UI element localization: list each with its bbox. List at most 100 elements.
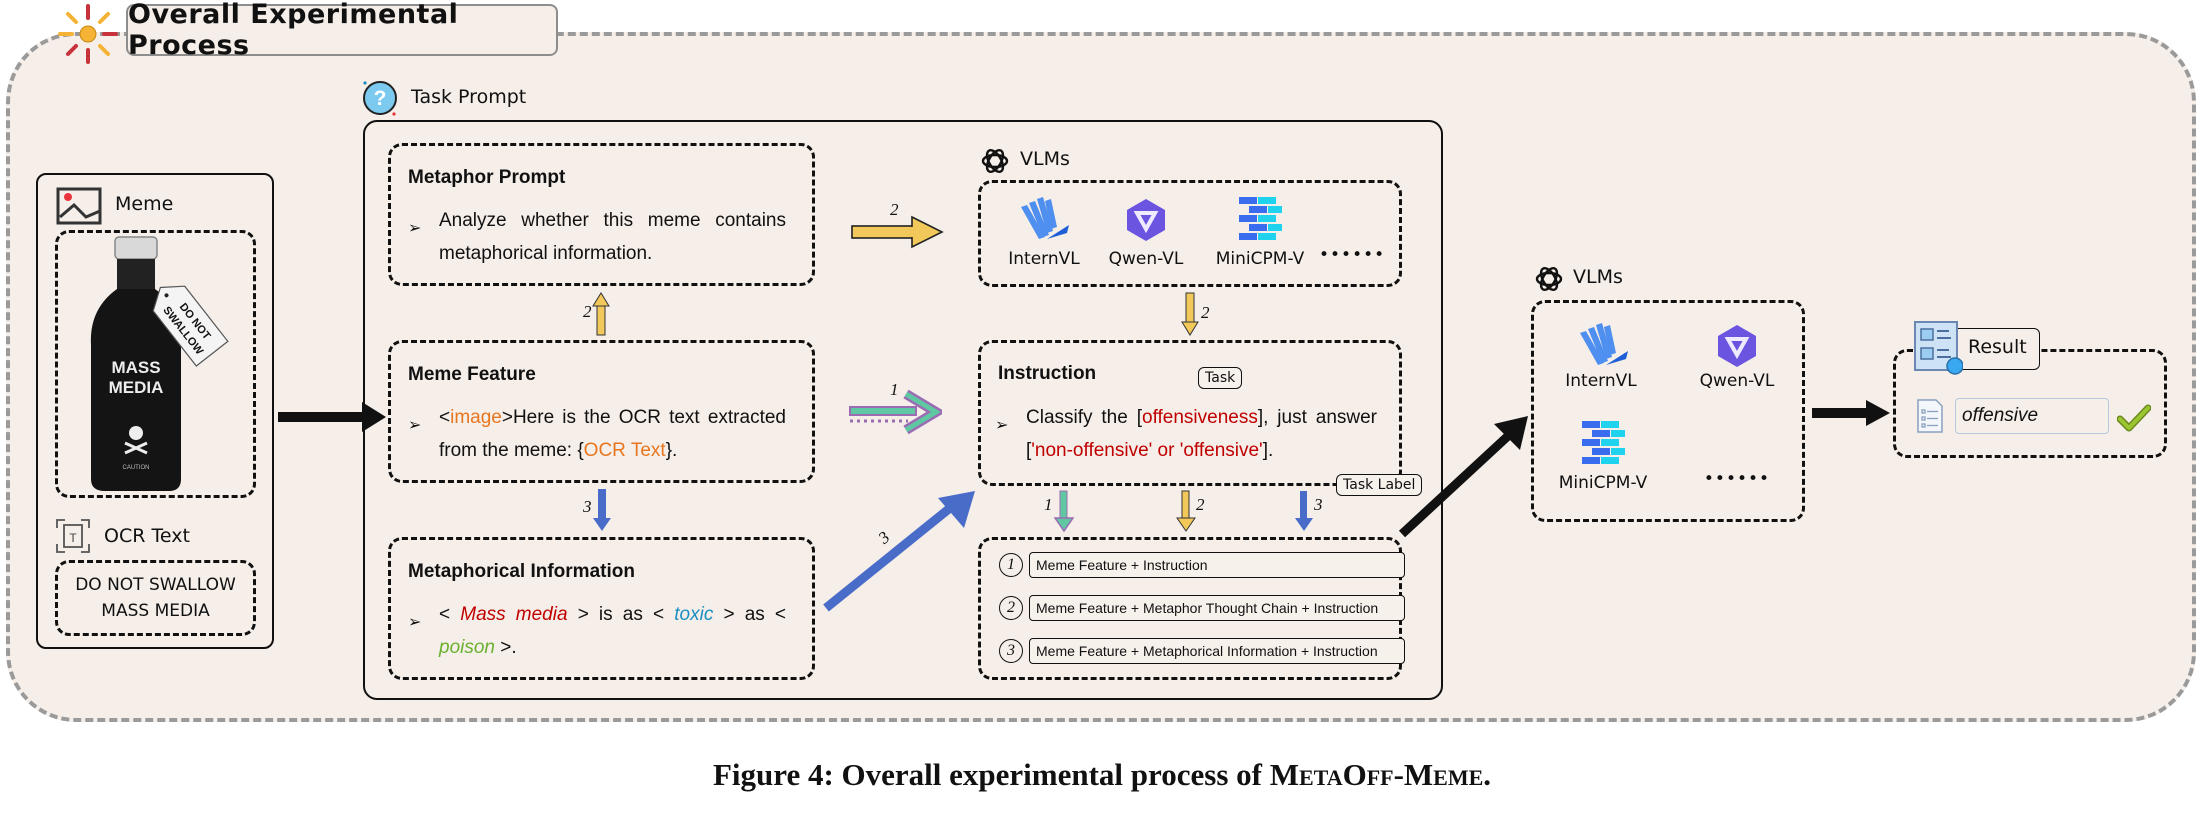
option-number: 2 xyxy=(999,596,1023,620)
ocr-line: DO NOT SWALLOW xyxy=(75,575,236,595)
meme-caution-text: CAUTION xyxy=(123,465,150,471)
bullet-arrow-icon: ➢ xyxy=(995,417,1009,434)
model-name-qwen-vl: Qwen-VL xyxy=(1108,249,1184,269)
arrow-label: 2 xyxy=(583,302,592,321)
instruction-card: Instruction ➢ Classify the [offensivenes… xyxy=(978,340,1402,486)
arrow-label: 3 xyxy=(583,497,592,516)
more-models: •••••• xyxy=(1319,245,1386,265)
caption-text: Overall experimental process of xyxy=(841,757,1262,792)
internvl-logo-icon xyxy=(1580,323,1628,365)
caption-name: MetaOff-Meme xyxy=(1269,757,1484,792)
arrow-vlms-to-result xyxy=(1812,400,1890,426)
qwen-logo-icon xyxy=(1718,325,1756,367)
more-models: •••••• xyxy=(1703,469,1771,489)
arrow-instruction-to-option-3 xyxy=(1295,491,1313,531)
image-icon xyxy=(56,187,102,225)
prompt-option: 3 Meme Feature + Metaphorical Informatio… xyxy=(999,638,1405,664)
option-number: 1 xyxy=(999,553,1023,577)
checkmark-icon xyxy=(2117,404,2151,432)
task-prompt-panel xyxy=(363,120,1443,700)
result-tab xyxy=(1950,328,2040,370)
arrow-metaphor-prompt-to-vlms xyxy=(851,215,944,249)
meme-feature-title: Meme Feature xyxy=(408,364,536,385)
text-part: Classify the [ xyxy=(1026,407,1142,428)
vlms-label: VLMs xyxy=(1020,148,1070,170)
model-name-qwen-vl: Qwen-VL xyxy=(1699,371,1775,391)
openai-logo-icon xyxy=(1535,266,1563,292)
meme-panel xyxy=(36,173,274,649)
skull-icon xyxy=(124,426,148,455)
vlms-box: InternVL Qwen-VL MiniCPM-V •••••• xyxy=(978,180,1402,287)
text-part: < xyxy=(439,604,461,625)
arrow-label: 1 xyxy=(890,380,899,399)
result-label: Result xyxy=(1968,336,2027,358)
instruction-body: ➢ Classify the [offensiveness], just ans… xyxy=(995,401,1377,467)
arrow-label: 3 xyxy=(1314,495,1323,514)
minicpm-logo-icon xyxy=(1239,197,1282,240)
model-name-minicpm-v: MiniCPM-V xyxy=(1558,473,1648,493)
svg-text:T: T xyxy=(69,531,77,545)
arrow-feature-to-metaphor-prompt xyxy=(592,292,610,336)
text-part: < xyxy=(774,604,787,625)
option-text: Meme Feature + Metaphorical Information … xyxy=(1029,638,1405,664)
ocr-text-label: OCR Text xyxy=(104,525,190,547)
text-part: ], just answer [ xyxy=(1026,407,1378,461)
result-value-field: offensive xyxy=(1955,398,2109,434)
meme-label: Meme xyxy=(115,193,174,215)
document-list-icon xyxy=(1917,399,1943,433)
text-part: >Here is the OCR text extracted from the… xyxy=(439,407,786,461)
model-name-internvl: InternVL xyxy=(1008,249,1080,269)
arrow-meme-to-task xyxy=(278,402,386,432)
arrow-instruction-to-option-2 xyxy=(1176,490,1196,532)
bullet-arrow-icon: ➢ xyxy=(408,614,422,631)
prompt-option: 2 Meme Feature + Metaphor Thought Chain … xyxy=(999,595,1405,621)
task-callout: Task xyxy=(1198,367,1243,389)
prompt-options-card: 1 Meme Feature + Instruction 2 Meme Feat… xyxy=(978,537,1405,680)
meme-bottle-text-1: MASS xyxy=(111,358,160,377)
text-part: ]. xyxy=(1262,440,1274,461)
svg-text:?: ? xyxy=(374,87,387,110)
minicpm-logo-icon xyxy=(1582,421,1625,464)
arrow-feature-to-instruction xyxy=(849,390,942,435)
task-prompt-label: Task Prompt xyxy=(411,86,527,108)
diagram-title: Overall Experimental Process xyxy=(128,0,459,61)
arrow-label: 1 xyxy=(1044,495,1053,514)
figure-caption: Figure 4: Overall experimental process o… xyxy=(0,757,2204,793)
metaphor-target: poison xyxy=(439,637,495,658)
qwen-logo-icon xyxy=(1127,199,1165,241)
text-part: > as xyxy=(713,604,775,625)
model-name-minicpm-v: MiniCPM-V xyxy=(1215,249,1305,269)
text-part: > is as < xyxy=(567,604,675,625)
option-number: 3 xyxy=(999,639,1023,663)
caption-suffix: . xyxy=(1483,757,1492,792)
arrow-vlms-to-instruction xyxy=(1181,292,1199,336)
metaphorical-information-title: Metaphorical Information xyxy=(408,561,635,582)
caption-prefix: Figure 4: xyxy=(712,757,834,792)
result-value: offensive xyxy=(1962,405,2039,426)
prompt-option: 1 Meme Feature + Instruction xyxy=(999,552,1405,578)
result-list-icon xyxy=(1914,321,1963,375)
meme-bottle-text-2: MEDIA xyxy=(109,378,164,397)
model-name-internvl: InternVL xyxy=(1565,371,1637,391)
internvl-logo-icon xyxy=(1021,197,1069,239)
metaphor-prompt-body: ➢ Analyze whether this meme contains met… xyxy=(408,204,786,270)
arrow-metaphorical-info-to-instruction xyxy=(823,491,975,612)
ocr-text-box: DO NOT SWALLOW MASS MEDIA xyxy=(55,560,256,636)
option-text: Meme Feature + Metaphor Thought Chain + … xyxy=(1029,595,1405,621)
task-placeholder: offensiveness xyxy=(1142,407,1258,428)
instruction-title: Instruction xyxy=(998,363,1097,384)
metaphor-source: Mass media xyxy=(460,604,568,625)
metaphor-prompt-text: Analyze whether this meme contains metap… xyxy=(439,210,786,264)
metaphor-prompt-card: Metaphor Prompt ➢ Analyze whether this m… xyxy=(388,143,815,286)
option-text: Meme Feature + Instruction xyxy=(1029,552,1405,578)
metaphorical-information-body: ➢ < Mass media > is as < toxic > as < po… xyxy=(408,598,786,664)
metaphor-prompt-title: Metaphor Prompt xyxy=(408,167,566,188)
image-placeholder: image xyxy=(450,407,502,428)
arrow-label: 2 xyxy=(1196,495,1205,514)
arrow-label: 2 xyxy=(890,200,899,219)
metaphor-attribute: toxic xyxy=(674,604,714,625)
arrow-options-to-vlms xyxy=(1398,416,1528,538)
arrow-feature-to-metaphorical-info xyxy=(593,489,611,531)
eval-vlms-box: InternVL Qwen-VL MiniCPM-V •••••• xyxy=(1531,300,1805,522)
bullet-arrow-icon: ➢ xyxy=(408,220,422,237)
